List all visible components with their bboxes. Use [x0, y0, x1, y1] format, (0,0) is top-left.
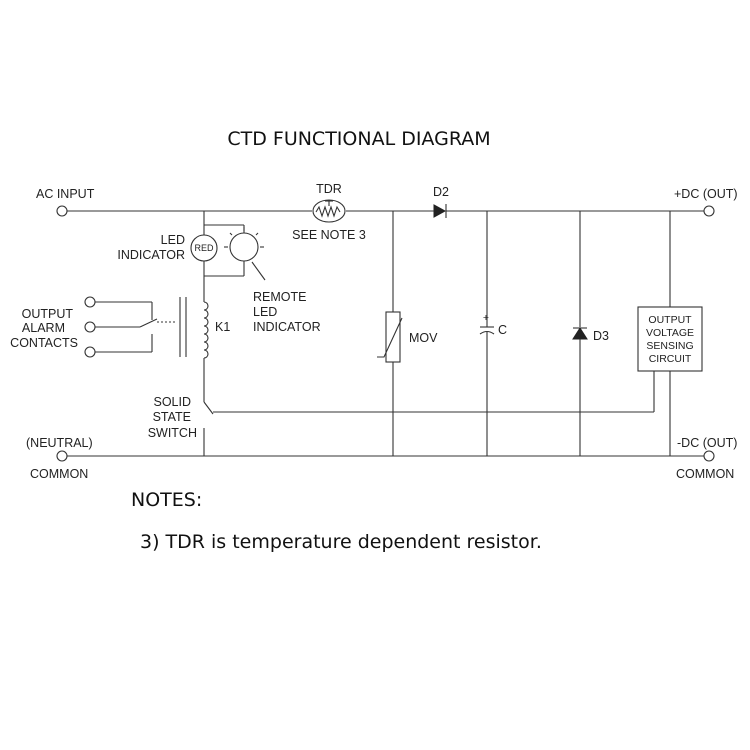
dc-out-negative-label: -DC (OUT): [677, 436, 737, 450]
ovsc-label-line1: OUTPUT: [648, 314, 692, 326]
remote-led-indicator-symbol: [224, 227, 264, 262]
dc-out-negative-terminal: [703, 450, 715, 462]
k1-label: K1: [215, 320, 230, 334]
ovsc-label-line4: CIRCUIT: [649, 353, 692, 365]
common-left-label: COMMON: [30, 467, 88, 481]
ovsc-label-line3: SENSING: [646, 340, 693, 352]
solid-state-switch-symbol: [203, 401, 654, 456]
alarm-contacts-label-line1: OUTPUT: [22, 307, 74, 321]
capacitor-label: C: [498, 323, 507, 337]
capacitor-plus-label: +: [483, 312, 489, 324]
ac-input-label: AC INPUT: [36, 187, 95, 201]
tdr-label: TDR: [316, 182, 342, 196]
d2-label: D2: [433, 185, 449, 199]
tdr-thermistor-symbol: [312, 199, 346, 223]
red-led-label: RED: [194, 243, 214, 253]
k1-coil-symbol: [203, 301, 209, 402]
led-indicator-label-line1: LED: [161, 233, 185, 247]
alarm-contacts-label-line3: CONTACTS: [10, 336, 78, 350]
alarm-contacts-symbol: [84, 296, 176, 358]
solid-state-switch-label-line2: STATE: [153, 410, 191, 424]
common-right-label: COMMON: [676, 467, 734, 481]
solid-state-switch-label-line3: SWITCH: [148, 426, 197, 440]
output-voltage-sensing-circuit-box: [637, 211, 703, 456]
notes-heading: NOTES:: [131, 489, 202, 511]
remote-led-leader: [251, 261, 266, 281]
see-note-label: SEE NOTE 3: [292, 228, 366, 242]
remote-led-label-line2: LED: [253, 305, 277, 319]
remote-led-label-line3: INDICATOR: [253, 320, 321, 334]
mov-varistor-symbol: [377, 211, 403, 456]
page-title: CTD FUNCTIONAL DIAGRAM: [227, 128, 490, 150]
note-3: 3) TDR is temperature dependent resistor…: [140, 531, 542, 553]
ovsc-label-line2: VOLTAGE: [646, 327, 694, 339]
relay-core: [179, 297, 187, 357]
solid-state-switch-label-line1: SOLID: [153, 395, 191, 409]
mov-label: MOV: [409, 331, 438, 345]
led-indicator-label-line2: INDICATOR: [117, 248, 185, 262]
d3-label: D3: [593, 329, 609, 343]
alarm-contacts-label-line2: ALARM: [22, 321, 65, 335]
ac-input-terminal: [56, 205, 68, 217]
dc-out-positive-terminal: [703, 205, 715, 217]
capacitor-symbol: [479, 211, 495, 456]
d3-diode-symbol: [572, 211, 588, 456]
d2-diode-symbol: [433, 204, 447, 218]
remote-led-label-line1: REMOTE: [253, 290, 306, 304]
common-left-terminal: [56, 450, 68, 462]
red-led-symbol: [190, 234, 218, 262]
neutral-label: (NEUTRAL): [26, 436, 93, 450]
dc-out-positive-label: +DC (OUT): [674, 187, 738, 201]
